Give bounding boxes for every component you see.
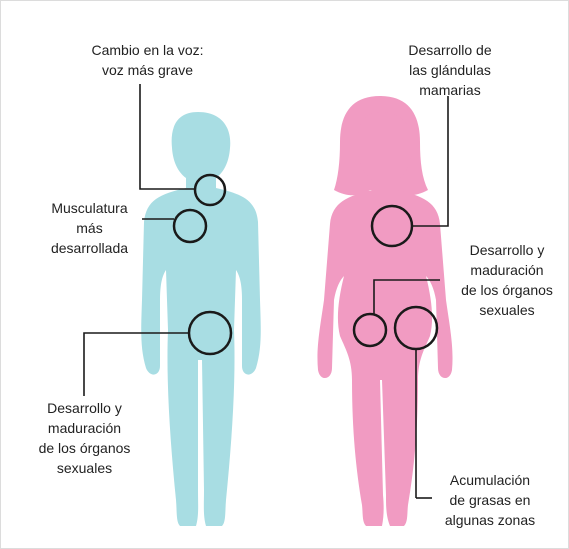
male-organs-leader-line [83,332,189,396]
male-sexual-organs-label: Desarrollo y maduración de los órganos s… [38,400,131,476]
female-body [317,112,453,526]
voice-leader-line [139,84,195,190]
leader-lines [83,84,449,499]
male-body [141,112,261,526]
muscles-label: Musculatura más desarrollada [50,200,129,256]
female-left-pelvis-marker [352,312,388,348]
male-silhouette [141,112,261,526]
female-silhouette [317,96,453,526]
voice-change-label: Cambio en la voz: voz más grave [91,42,204,78]
male-chest-marker [172,208,208,244]
mammary-leader-line [412,96,449,227]
mammary-glands-label: Desarrollo de las glándulas mamarias [408,42,492,98]
fat-accumulation-label: Acumulación de grasas en algunas zonas [444,472,536,528]
female-organs-leader-line [373,279,440,314]
female-sexual-organs-label: Desarrollo y maduración de los órganos s… [461,242,553,318]
male-throat-marker [193,173,227,207]
